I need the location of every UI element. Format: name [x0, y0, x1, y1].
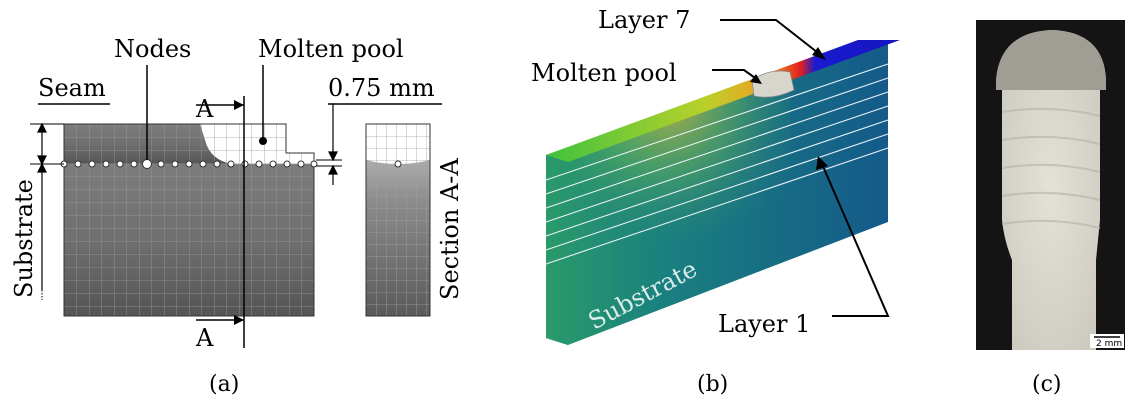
panel-c: 2 mm (c): [976, 20, 1125, 397]
caption-a: (a): [209, 372, 239, 397]
substrate-label-a: Substrate: [10, 179, 38, 298]
top-bead: [996, 30, 1106, 90]
layer-lines: [545, 63, 889, 265]
highlighted-node: [142, 159, 152, 169]
slab-top-face: [546, 40, 900, 162]
section-mark-top: A: [195, 95, 214, 123]
substrate-mesh: [63, 123, 315, 317]
caption-c: (c): [1032, 372, 1062, 397]
section-aa-view: [365, 123, 431, 317]
section-mark-bottom: A: [195, 324, 214, 352]
molten-pool-label: Molten pool: [258, 35, 404, 63]
layer-7-label: Layer 7: [598, 6, 690, 34]
seam-dimension: [37, 122, 47, 290]
molten-pool-label-b: Molten pool: [531, 59, 677, 87]
panel-b: Layer 7 Molten pool Layer 1 Substrate (b…: [531, 6, 900, 397]
dimension-arrows: [316, 104, 342, 185]
node-row: [60, 159, 318, 169]
seam-label: Seam: [38, 74, 106, 102]
molten-pool-bead: [751, 70, 795, 98]
dimension-label: 0.75 mm: [328, 74, 435, 102]
specimen-layer-bands: [1001, 107, 1101, 229]
nodes-label: Nodes: [114, 35, 191, 63]
layer-1-label: Layer 1: [718, 310, 810, 338]
caption-b: (b): [697, 372, 728, 397]
section-title: Section A-A: [436, 158, 464, 300]
molten-pool-dot: [259, 137, 267, 145]
scale-bar-label: 2 mm: [1096, 339, 1122, 349]
panel-a: Nodes Molten pool Seam Substrate 0.75 mm: [10, 35, 464, 397]
